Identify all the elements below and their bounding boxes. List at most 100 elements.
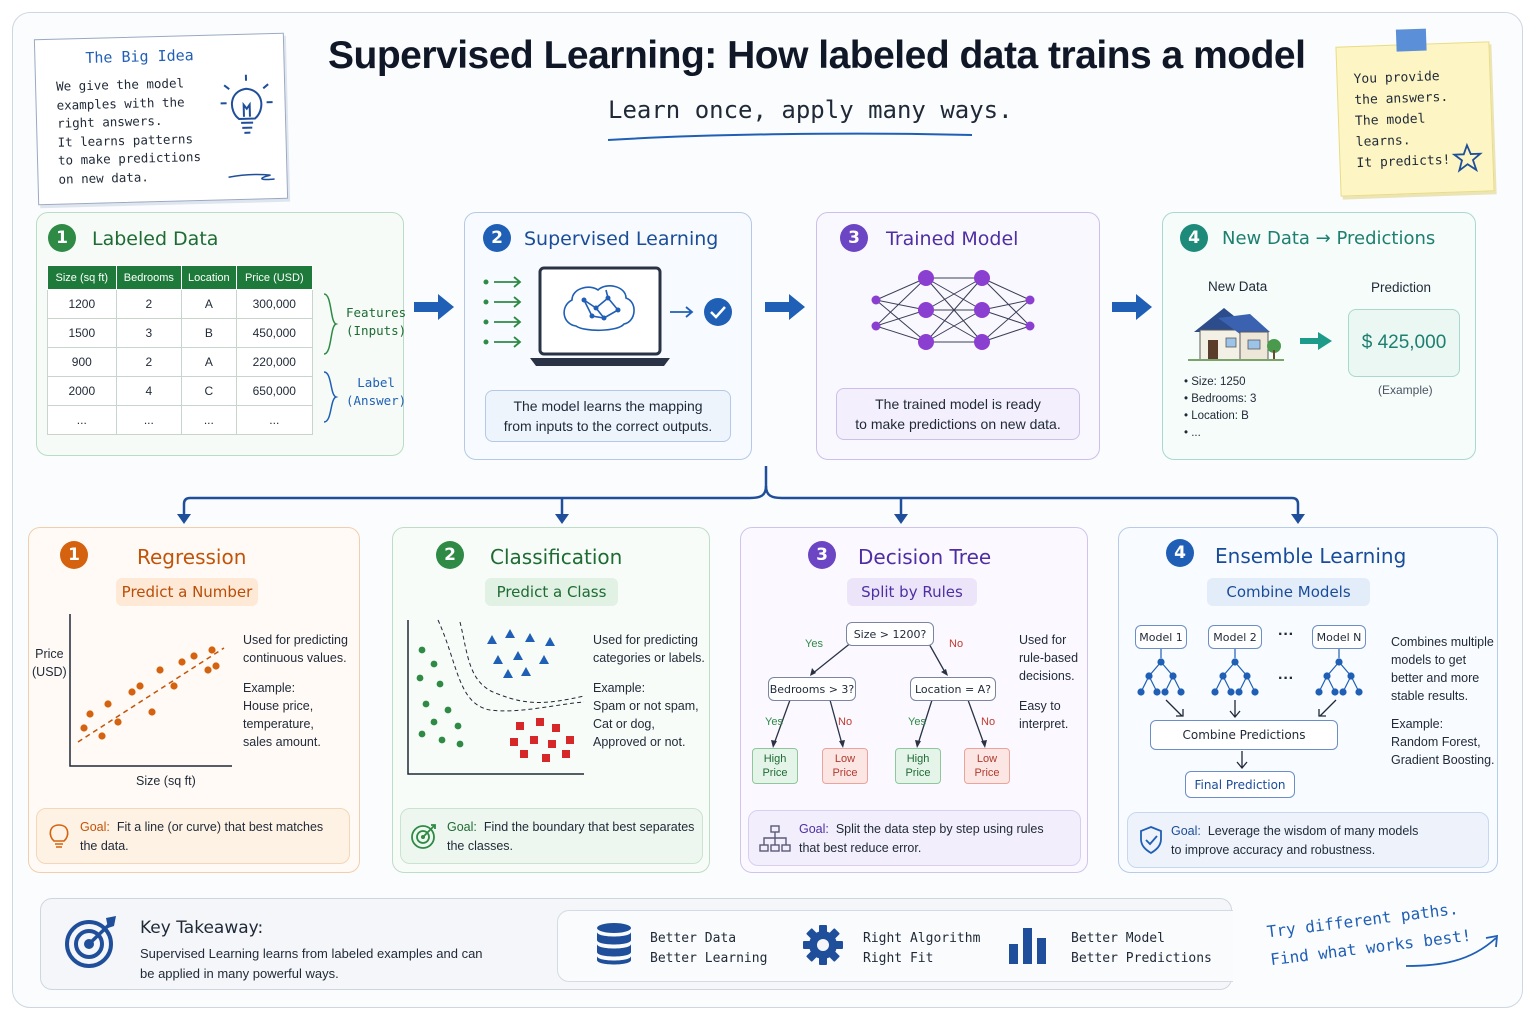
step-2-badge: 2 <box>483 224 511 252</box>
ensemble-goal: Goal: Leverage the wisdom of many models… <box>1127 812 1489 868</box>
mini-tree <box>1211 649 1259 696</box>
bar-chart-icon <box>1009 928 1046 964</box>
prediction-value: $ 425,000 <box>1348 309 1460 377</box>
regression-axes <box>69 614 232 767</box>
regression-y-label: Price(USD) <box>32 647 67 679</box>
class-b-point <box>503 669 513 678</box>
class-c-point <box>542 754 550 762</box>
regression-goal-label: Goal: <box>80 820 110 834</box>
class-c-point <box>552 724 560 732</box>
page-subtitle: Learn once, apply many ways. <box>608 96 1013 124</box>
regression-goal: Goal: Fit a line (or curve) that best ma… <box>36 808 350 864</box>
nn-connection <box>981 299 1031 311</box>
class-b-point <box>545 637 555 646</box>
tree-yes-label: Yes <box>805 638 823 650</box>
new-data-features: • Size: 1250 • Bedrooms: 3 • Location: B… <box>1184 374 1256 442</box>
arrow-right-icon <box>765 294 805 320</box>
tree-no-label: No <box>981 716 996 728</box>
class-a-point <box>444 706 452 714</box>
col-bedrooms: Bedrooms <box>115 265 183 290</box>
step-2-title: Supervised Learning <box>524 228 719 250</box>
arrow-right-icon <box>1112 294 1152 320</box>
regression-badge: 1 <box>60 541 88 569</box>
class-a-point <box>422 700 430 708</box>
nn-node <box>974 270 990 286</box>
class-a-point <box>430 718 438 726</box>
data-point <box>212 662 220 670</box>
step-1-badge: 1 <box>48 224 76 252</box>
data-point <box>98 732 106 740</box>
tree-right-node: Location = A? <box>910 677 996 701</box>
class-b-point <box>505 629 515 638</box>
lightbulb-icon <box>49 824 69 848</box>
database-icon <box>597 923 631 965</box>
prediction-label: Prediction <box>1371 280 1432 295</box>
col-location: Location <box>181 265 237 290</box>
star-icon <box>1451 142 1483 173</box>
classification-badge: 2 <box>436 541 464 569</box>
list-item: • Size: 1250 <box>1184 376 1246 388</box>
class-a-point <box>436 680 444 688</box>
classification-goal: Goal: Find the boundary that best separa… <box>400 808 703 864</box>
nn-node <box>1025 295 1035 305</box>
target-icon <box>411 824 436 849</box>
nn-connection <box>875 309 927 327</box>
features-brace <box>323 293 339 355</box>
arrow-icon <box>1318 699 1337 717</box>
nn-connection <box>925 277 983 343</box>
classification-title: Classification <box>490 545 623 569</box>
nn-node <box>918 302 934 318</box>
tree-yes-label: Yes <box>908 716 926 728</box>
squiggle-decoration <box>228 173 275 181</box>
nn-connection <box>981 299 1031 343</box>
shield-check-icon <box>1140 826 1162 855</box>
nn-connection <box>875 277 927 327</box>
class-a-point <box>430 660 438 668</box>
takeaway-text: Supervised Learning learns from labeled … <box>140 946 483 981</box>
mini-tree <box>1137 649 1185 696</box>
regression-scatter-plot <box>69 614 232 767</box>
lightbulb-icon <box>220 74 273 134</box>
step-4-badge: 4 <box>1180 224 1208 252</box>
nn-connection <box>981 325 1031 343</box>
nn-node <box>974 302 990 318</box>
nn-connection <box>875 325 927 343</box>
nn-connection <box>875 299 927 311</box>
class-a-point <box>416 674 424 682</box>
tree-left-node: Bedrooms > 3? <box>768 677 856 701</box>
class-b-point <box>521 667 531 676</box>
arrow-up-right-icon <box>1405 934 1499 967</box>
col-size: Size (sq ft) <box>47 265 117 290</box>
nn-node <box>918 334 934 350</box>
page-title: Supervised Learning: How labeled data tr… <box>328 34 1306 77</box>
class-b-point <box>539 655 549 664</box>
class-c-point <box>520 750 528 758</box>
final-prediction-box: Final Prediction <box>1185 771 1295 798</box>
data-point <box>178 658 186 666</box>
label-label: Label(Answer) <box>346 375 407 408</box>
class-a-point <box>454 722 462 730</box>
branch-connector <box>177 466 1305 524</box>
hierarchy-icon <box>759 825 791 852</box>
decision-boundary <box>437 619 585 712</box>
class-c-point <box>562 750 570 758</box>
ensemble-title: Ensemble Learning <box>1215 544 1407 568</box>
classification-example: Example:Spam or not spam,Cat or dog,Appr… <box>593 681 699 749</box>
class-c-point <box>510 738 518 746</box>
regression-x-label: Size (sq ft) <box>136 774 196 788</box>
nn-node <box>1025 321 1035 331</box>
features-label: Features(Inputs) <box>346 305 407 338</box>
new-data-label: New Data <box>1208 279 1268 294</box>
ensemble-tag: Combine Models <box>1207 578 1370 606</box>
ensemble-goal-label: Goal: <box>1171 824 1201 838</box>
